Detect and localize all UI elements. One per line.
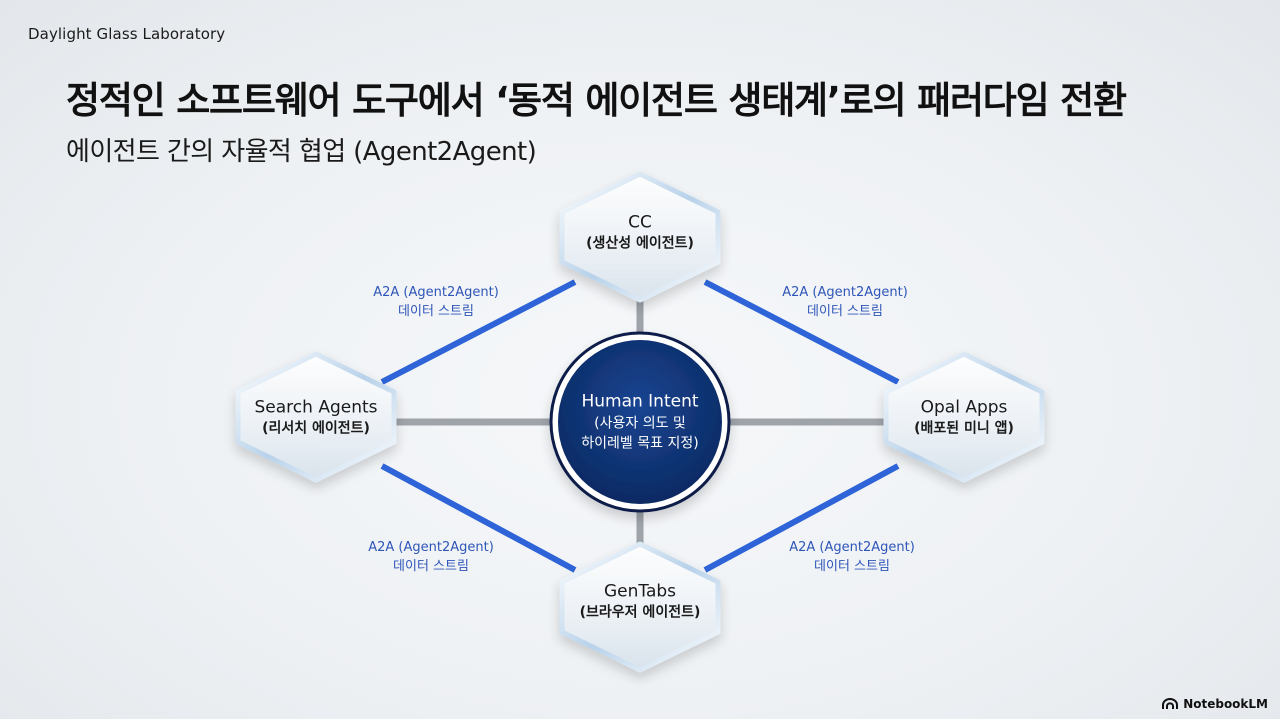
page-subtitle: 에이전트 간의 자율적 협업 (Agent2Agent) <box>66 137 537 167</box>
edge-label-top-right: A2A (Agent2Agent) 데이터 스트림 <box>782 283 908 321</box>
node-left-hexagon[interactable] <box>235 351 397 483</box>
node-right-subtitle: (배포된 미니 앱) <box>914 420 1014 437</box>
center-hub-label: Human Intent (사용자 의도 및 하이레벨 목표 지정) <box>581 391 698 454</box>
brand-label: Daylight Glass Laboratory <box>28 25 226 43</box>
edge-label-bottom-left: A2A (Agent2Agent) 데이터 스트림 <box>368 538 494 576</box>
node-right-hexagon[interactable] <box>883 351 1045 483</box>
center-hub-line1: (사용자 의도 및 <box>594 415 686 432</box>
node-right-title: Opal Apps <box>920 397 1008 418</box>
node-left-title: Search Agents <box>254 397 378 418</box>
edge-label-top-left-line1: A2A (Agent2Agent) <box>373 285 499 300</box>
node-bottom-hexagon[interactable] <box>559 541 721 673</box>
notebooklm-logo-text: NotebookLM <box>1183 697 1268 711</box>
a2a-link-bottom-left <box>380 463 577 573</box>
edge-label-top-right-line1: A2A (Agent2Agent) <box>782 285 908 300</box>
notebooklm-logo-icon <box>1162 698 1179 709</box>
edge-label-bottom-right: A2A (Agent2Agent) 데이터 스트림 <box>789 538 915 576</box>
edge-label-bottom-left-line1: A2A (Agent2Agent) <box>368 540 494 555</box>
a2a-link-top-left <box>380 279 577 385</box>
edge-label-bottom-right-line1: A2A (Agent2Agent) <box>789 540 915 555</box>
center-hub-title: Human Intent <box>581 391 699 412</box>
center-hub[interactable] <box>549 331 731 513</box>
node-bottom-subtitle: (브라우저 에이전트) <box>579 604 701 621</box>
notebooklm-logo: NotebookLM <box>1162 697 1268 711</box>
node-right[interactable]: Opal Apps (배포된 미니 앱) <box>914 398 1014 439</box>
node-top-title: CC <box>628 212 652 233</box>
node-left-subtitle: (리서치 에이전트) <box>262 420 370 437</box>
page-title: 정적인 소프트웨어 도구에서 ‘동적 에이전트 생태계’로의 패러다임 전환 <box>66 79 1127 122</box>
center-hub-line2: 하이레벨 목표 지정) <box>581 435 699 452</box>
node-left[interactable]: Search Agents (리서치 에이전트) <box>255 398 378 439</box>
node-bottom[interactable]: GenTabs (브라우저 에이전트) <box>580 582 701 623</box>
edge-label-bottom-right-line2: 데이터 스트림 <box>814 559 890 574</box>
a2a-link-top-right <box>703 279 900 385</box>
a2a-link-bottom-right <box>703 463 900 573</box>
node-top-subtitle: (생산성 에이전트) <box>586 235 694 252</box>
node-top[interactable]: CC (생산성 에이전트) <box>586 213 694 254</box>
edge-label-top-left: A2A (Agent2Agent) 데이터 스트림 <box>373 283 499 321</box>
edge-label-top-left-line2: 데이터 스트림 <box>398 304 474 319</box>
edge-label-bottom-left-line2: 데이터 스트림 <box>393 559 469 574</box>
node-bottom-title: GenTabs <box>603 581 677 602</box>
edge-label-top-right-line2: 데이터 스트림 <box>807 304 883 319</box>
node-top-hexagon[interactable] <box>559 171 721 303</box>
